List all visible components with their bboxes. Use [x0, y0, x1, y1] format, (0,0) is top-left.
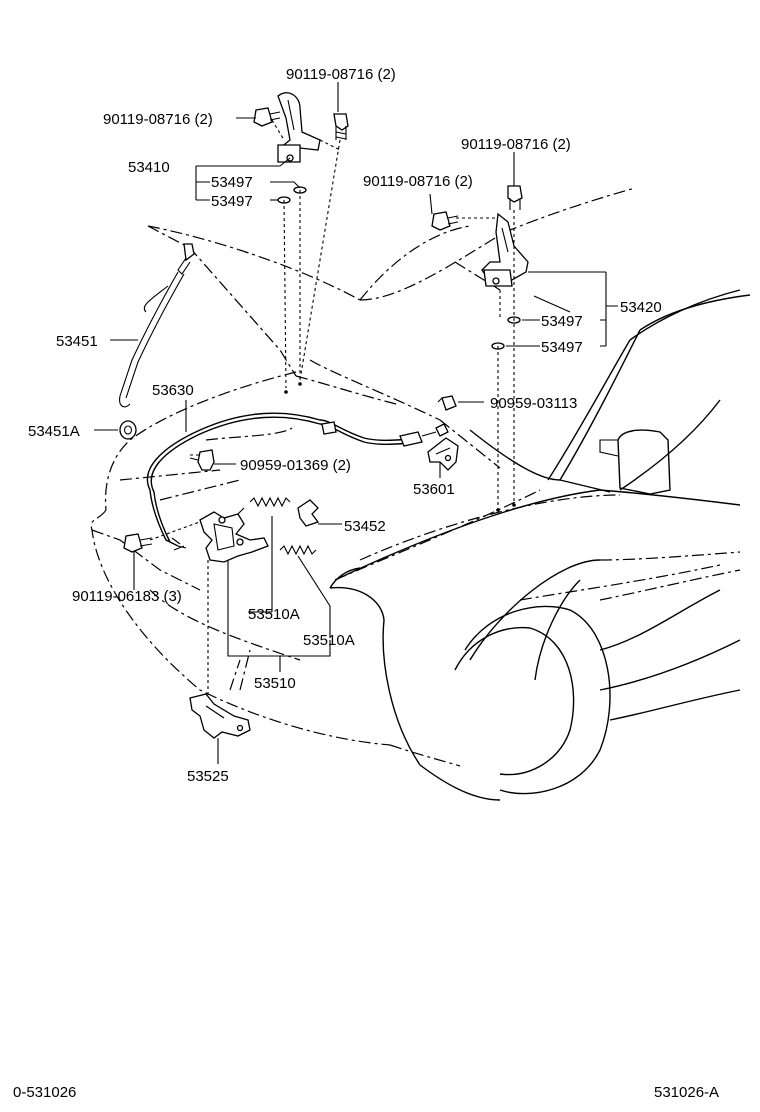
- label-spring-a1: 53510A: [248, 606, 300, 623]
- part-labels: 90119-08716 (2) 90119-08716 (2) 53410 53…: [13, 66, 719, 1101]
- label-latch-bracket: 53601: [413, 481, 455, 498]
- label-rod-cushion: 53451A: [28, 423, 80, 440]
- label-lock-assembly: 53510: [254, 675, 296, 692]
- bolt-icon: [431, 211, 459, 231]
- label-spring-support: 53452: [344, 518, 386, 535]
- label-bolt-right-top: 90119-08716 (2): [461, 136, 571, 153]
- label-spring-a2: 53510A: [303, 632, 355, 649]
- hood-hinge-left: [277, 92, 321, 163]
- label-hinge-left: 53410: [128, 159, 170, 176]
- bolt-icon: [507, 185, 523, 210]
- label-clamp-center: 90959-01369 (2): [240, 457, 351, 474]
- rod-cushion-icon: [119, 420, 137, 440]
- leader-lines: [94, 82, 618, 764]
- label-washer-r1: 53497: [541, 313, 583, 330]
- release-lever: [189, 693, 251, 739]
- bolt-icon: [123, 533, 153, 553]
- label-bolt-right: 90119-08716 (2): [363, 173, 473, 190]
- label-bolt-lock: 90119-06183 (3): [72, 588, 182, 605]
- label-support-rod: 53451: [56, 333, 98, 350]
- hood-release-cable: [146, 412, 449, 551]
- clamp-icon: [189, 449, 215, 471]
- label-hinge-right: 53420: [620, 299, 662, 316]
- bolt-icon: [333, 113, 349, 140]
- bolt-icon: [253, 107, 281, 127]
- label-bolt-top: 90119-08716 (2): [286, 66, 396, 83]
- label-bolt-left: 90119-08716 (2): [103, 111, 213, 128]
- label-clamp-right: 90959-03113: [490, 395, 577, 412]
- latch-bracket: [427, 437, 459, 471]
- footer-left-code: 0-531026: [13, 1084, 76, 1101]
- label-release-lever: 53525: [187, 768, 229, 785]
- label-release-cable: 53630: [152, 382, 194, 399]
- hood-lock-assembly: [199, 507, 269, 563]
- vehicle-outline: [90, 187, 751, 801]
- spring-icon: [249, 496, 291, 508]
- hood-support-rod: [119, 243, 195, 408]
- clamp-icon: [437, 395, 457, 411]
- label-washer-l2: 53497: [211, 193, 253, 210]
- spring-support: [297, 499, 320, 527]
- footer-right-code: 531026-A: [654, 1084, 719, 1101]
- hood-hinge-right: [481, 212, 529, 287]
- alignment-lines: [149, 119, 515, 700]
- label-washer-r2: 53497: [541, 339, 583, 356]
- spring-icon: [279, 544, 317, 556]
- label-washer-l1: 53497: [211, 174, 253, 191]
